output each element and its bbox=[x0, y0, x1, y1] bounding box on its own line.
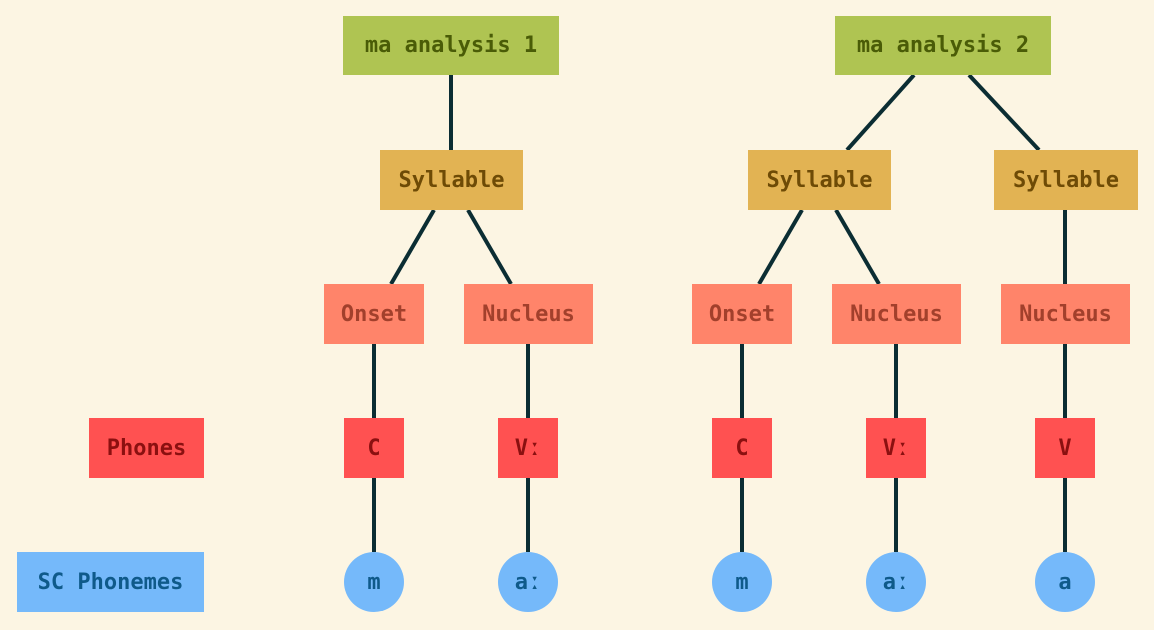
analysis2-syllable1-node: Syllable bbox=[748, 150, 891, 210]
analysis2-phone-v: V bbox=[1035, 418, 1095, 478]
analysis2-phoneme-a-long: aː bbox=[866, 552, 926, 612]
analysis1-onset-node: Onset bbox=[324, 284, 424, 344]
analysis1-root-node: ma analysis 1 bbox=[343, 16, 559, 75]
analysis1-phone-c: C bbox=[344, 418, 404, 478]
edge-root2-syllable1 bbox=[845, 73, 916, 152]
analysis2-phoneme-m: m bbox=[712, 552, 772, 612]
edge-syllable1-onset bbox=[757, 208, 804, 286]
analysis1-nucleus-node: Nucleus bbox=[464, 284, 593, 344]
analysis2-nucleus1-node: Nucleus bbox=[832, 284, 961, 344]
analysis2-nucleus2-node: Nucleus bbox=[1001, 284, 1130, 344]
analysis1-phoneme-a-long: aː bbox=[498, 552, 558, 612]
analysis2-syllable2-node: Syllable bbox=[994, 150, 1138, 210]
analysis2-onset-node: Onset bbox=[692, 284, 792, 344]
edge-syllable-nucleus bbox=[466, 208, 513, 286]
row-label-phones: Phones bbox=[89, 418, 204, 478]
analysis1-phoneme-m: m bbox=[344, 552, 404, 612]
analysis1-syllable-node: Syllable bbox=[380, 150, 523, 210]
analysis1-phone-v-long: Vː bbox=[498, 418, 558, 478]
edge-root2-syllable2 bbox=[967, 73, 1041, 152]
analysis2-phoneme-a: a bbox=[1035, 552, 1095, 612]
analysis2-root-node: ma analysis 2 bbox=[835, 16, 1051, 75]
analysis2-phone-c: C bbox=[712, 418, 772, 478]
edge-syllable1-nucleus bbox=[834, 208, 881, 286]
row-label-sc-phonemes: SC Phonemes bbox=[17, 552, 204, 612]
analysis2-phone-v-long: Vː bbox=[866, 418, 926, 478]
edge-syllable-onset bbox=[389, 208, 436, 286]
